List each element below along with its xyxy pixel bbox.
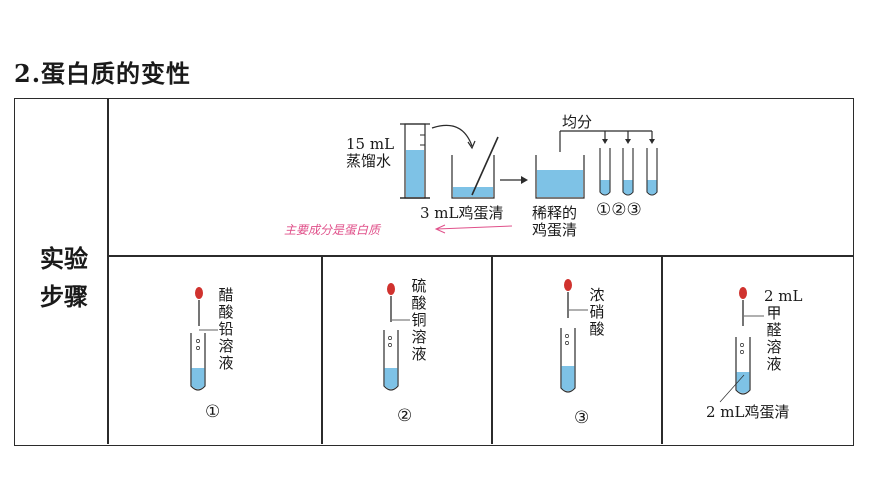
reagent-label-4: 甲醛溶液 (766, 304, 782, 373)
step-number-3: ③ (574, 408, 590, 428)
protein-note: 主要成分是蛋白质 (284, 223, 381, 237)
diluted-line-1: 稀释的 (532, 204, 578, 222)
experiment-table (14, 98, 854, 446)
reagent-amount-4: 2 mL (764, 287, 803, 305)
graduated-cylinder (400, 123, 430, 199)
step-number-1: ① (205, 402, 221, 422)
row-header: 实验 步骤 (34, 240, 94, 316)
cylinder-liquid: 蒸馏水 (346, 152, 392, 170)
row-header-line-1: 实验 (40, 244, 88, 273)
sample-label-4: 2 mL鸡蛋清 (706, 403, 790, 421)
reagent-label-2: 硫酸铜溶液 (411, 277, 427, 363)
diluted-line-2: 鸡蛋清 (532, 221, 578, 239)
test-tube-3 (560, 279, 588, 393)
row-header-line-2: 步骤 (40, 282, 88, 311)
diluted-label: 稀释的 鸡蛋清 (532, 205, 577, 239)
test-tube-2 (383, 283, 410, 391)
divide-label: 均分 (562, 113, 593, 131)
pour-arrow (431, 124, 473, 147)
reagent-label-3: 浓硝酸 (589, 286, 605, 338)
test-tube-4 (719, 287, 764, 403)
small-test-tubes (599, 148, 658, 196)
tube-numbers: ①②③ (596, 200, 642, 220)
divide-bracket (559, 130, 655, 152)
cylinder-label: 15 mL 蒸馏水 (346, 136, 394, 170)
section-title: 2.蛋白质的变性 (14, 59, 192, 88)
beaker-with-rod (451, 136, 499, 199)
egg-white-label: 3 mL鸡蛋清 (420, 204, 504, 222)
reagent-label-1: 醋酸铅溶液 (218, 286, 234, 372)
diluted-beaker (535, 155, 585, 199)
test-tube-1 (190, 287, 218, 391)
cylinder-volume: 15 mL (346, 135, 395, 153)
step-number-2: ② (397, 406, 413, 426)
